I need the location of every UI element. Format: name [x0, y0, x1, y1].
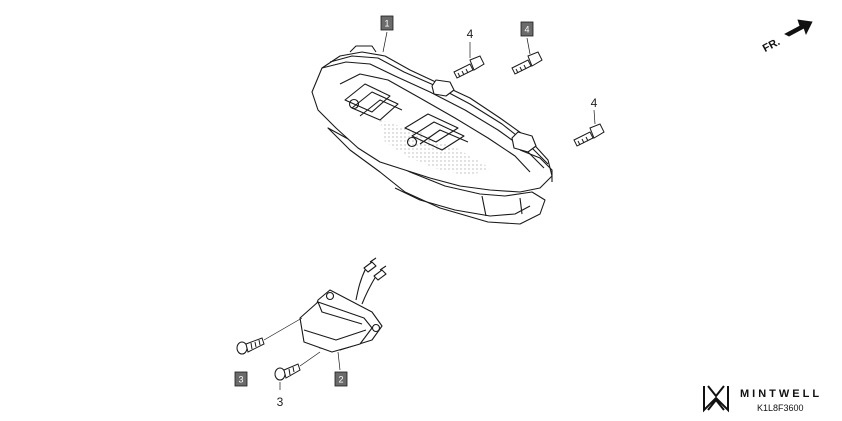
mintwell-logo-icon: [703, 385, 729, 413]
flange-bolt-top-left: [453, 55, 485, 79]
callout-3-boxed: 3: [234, 371, 248, 387]
tapping-screw-bottom: [274, 351, 321, 381]
svg-text:2: 2: [338, 375, 343, 385]
svg-text:4: 4: [591, 96, 598, 110]
callout-3-plain: 3: [277, 395, 284, 409]
flange-bolt-right: [573, 123, 605, 147]
svg-text:3: 3: [238, 375, 243, 385]
svg-text:4: 4: [467, 27, 474, 41]
callout-4-boxed: 4: [520, 21, 534, 37]
license-light-assembly: [299, 257, 387, 353]
tapping-screw-left: [236, 317, 303, 355]
front-direction-indicator: FR.: [761, 19, 813, 55]
callout-2: 2: [334, 371, 348, 387]
callout-4-top: 4: [467, 27, 474, 41]
svg-text:4: 4: [524, 25, 529, 35]
svg-text:FR.: FR.: [761, 36, 782, 55]
brand-watermark: MINTWELL K1L8F3600: [703, 385, 822, 413]
leader-lines: [279, 31, 596, 390]
callout-4-right: 4: [591, 96, 598, 110]
svg-text:1: 1: [384, 19, 389, 29]
svg-text:K1L8F3600: K1L8F3600: [757, 403, 804, 413]
svg-text:3: 3: [277, 395, 284, 409]
taillight-assembly: [311, 45, 553, 225]
flange-bolt-top-right: [511, 51, 543, 75]
callout-1: 1: [380, 15, 394, 31]
arrow-right-icon: [784, 19, 813, 37]
svg-text:MINTWELL: MINTWELL: [740, 388, 822, 400]
